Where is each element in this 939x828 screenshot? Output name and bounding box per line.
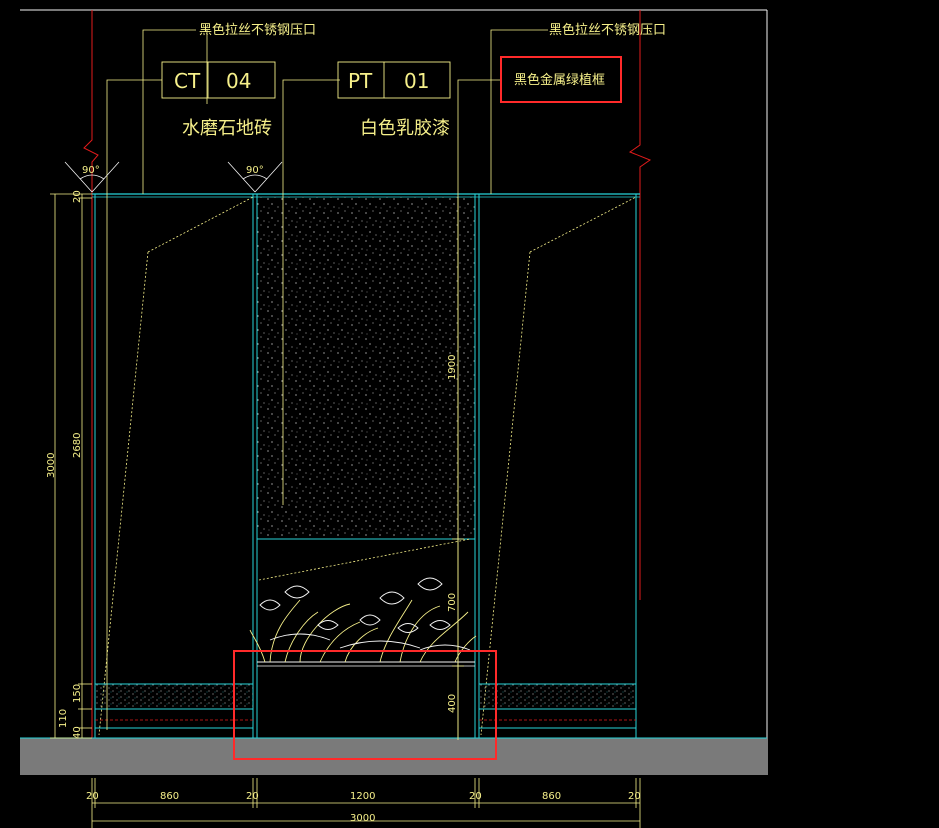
angle-marker-mid (227, 161, 283, 193)
highlighted-callout: 黑色金属绿植框 (500, 56, 622, 103)
dim-bottom-6: 20 (628, 791, 641, 802)
callout-planter-label: 黑色金属绿植框 (514, 72, 605, 88)
left-break-line (83, 10, 99, 740)
dims-bottom (91, 778, 641, 828)
tag-pt-desc: 白色乳胶漆 (360, 118, 450, 139)
dim-bottom-4: 20 (469, 791, 482, 802)
right-break-line (628, 10, 652, 600)
floor-slab (20, 738, 767, 775)
angle-label-left: 90° (82, 165, 100, 176)
dim-150: 150 (72, 684, 83, 703)
planter-highlight-box (233, 650, 497, 760)
dim-40: 40 (72, 726, 83, 739)
material-tag-ct: CT 04 水磨石地砖 (161, 61, 276, 139)
dims-center (452, 197, 464, 738)
dim-2680: 2680 (72, 433, 83, 458)
dim-bottom-total: 3000 (350, 813, 375, 824)
tag-ct-code: CT (174, 69, 201, 93)
angle-label-mid: 90° (246, 165, 264, 176)
center-panel (257, 197, 475, 581)
dim-3000-vertical: 3000 (46, 453, 57, 478)
dim-110: 110 (58, 709, 69, 728)
dim-700: 700 (447, 593, 458, 612)
callout-top-left: 黑色拉丝不锈钢压口 (199, 22, 316, 38)
planter-box (257, 661, 475, 667)
dim-400: 400 (447, 694, 458, 713)
tag-ct-desc: 水磨石地砖 (182, 118, 272, 139)
left-panel (94, 194, 258, 738)
angle-marker-left (64, 161, 120, 193)
dim-bottom-5: 860 (542, 791, 561, 802)
dims-left (50, 193, 92, 739)
dim-20-top: 20 (72, 190, 83, 203)
dim-bottom-0: 20 (86, 791, 99, 802)
tag-ct-number: 04 (226, 69, 251, 93)
dim-bottom-1: 860 (160, 791, 179, 802)
dim-1900: 1900 (447, 355, 458, 380)
callout-top-right: 黑色拉丝不锈钢压口 (549, 22, 666, 38)
dim-bottom-2: 20 (246, 791, 259, 802)
tag-pt-code: PT (348, 69, 373, 93)
tag-pt-number: 01 (404, 69, 429, 93)
dim-bottom-3: 1200 (350, 791, 375, 802)
right-panel (474, 194, 637, 738)
material-tag-pt: PT 01 白色乳胶漆 (337, 61, 451, 139)
plants (249, 577, 477, 663)
